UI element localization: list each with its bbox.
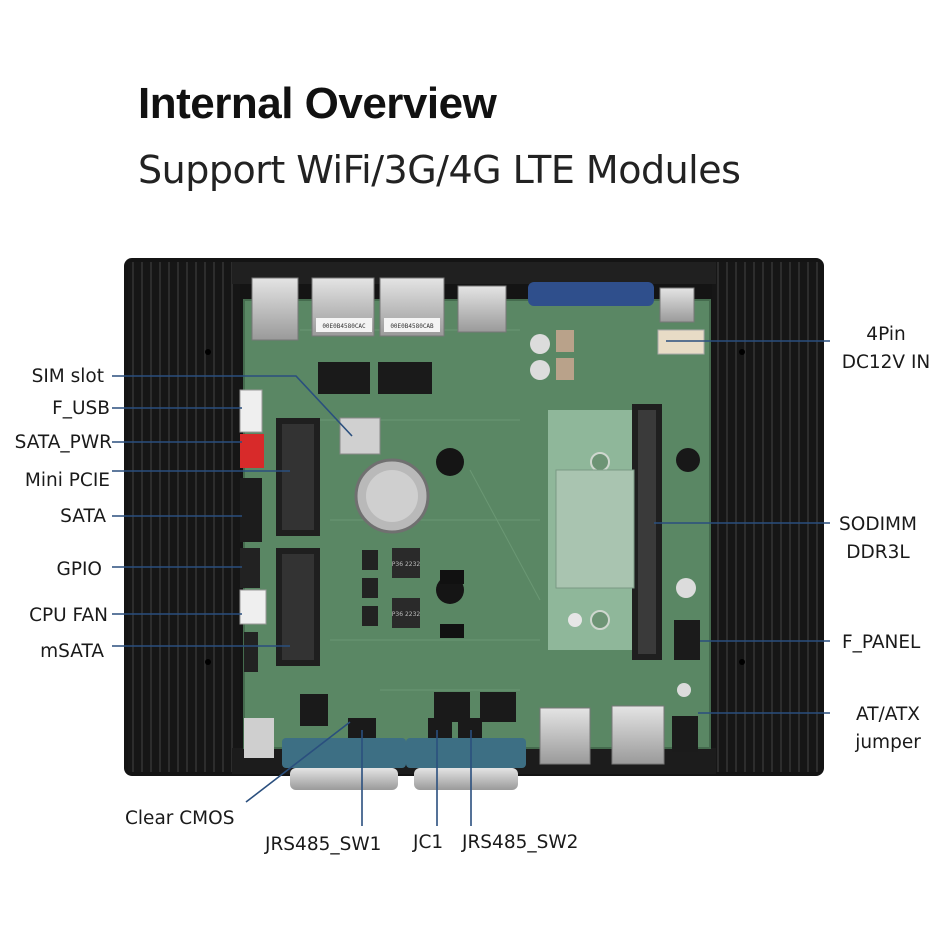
inductor-marking-2: P36 2232 xyxy=(392,611,421,618)
right-headers xyxy=(672,620,700,752)
label-gpio: GPIO xyxy=(56,559,102,580)
label-mini-pcie: Mini PCIE xyxy=(24,470,110,491)
label-sata-pwr: SATA_PWR xyxy=(14,432,112,453)
label-msata: mSATA xyxy=(40,641,104,662)
label-sata: SATA xyxy=(60,506,106,527)
label-at-atx-line2: jumper xyxy=(855,732,921,753)
label-f-panel: F_PANEL xyxy=(842,632,921,653)
label-at-atx-line1: AT/ATX xyxy=(856,704,920,725)
page-title: Internal Overview xyxy=(138,79,497,128)
label-sodimm-line2: DDR3L xyxy=(846,542,910,563)
label-jrs485-sw1: JRS485_SW1 xyxy=(265,834,382,855)
label-dc-in-line1: 4Pin xyxy=(866,324,906,345)
label-jrs485-sw2: JRS485_SW2 xyxy=(462,832,579,853)
top-io-ports: 00E0B4580CAC 00E0B4580CAB xyxy=(251,277,705,355)
label-cpu-fan: CPU FAN xyxy=(29,605,108,626)
inductor-marking-1: P36 2232 xyxy=(392,561,421,568)
mac-label-2: 00E0B4580CAB xyxy=(390,323,434,330)
label-sodimm-line1: SODIMM xyxy=(839,514,917,535)
label-jc1: JC1 xyxy=(413,832,444,853)
leader-sim-slot xyxy=(112,375,353,437)
leader-lines xyxy=(112,340,830,826)
label-sim-slot: SIM slot xyxy=(31,366,104,387)
label-dc-in-line2: DC12V IN xyxy=(841,352,931,373)
leader-clear-cmos xyxy=(245,721,351,803)
left-headers xyxy=(239,389,274,758)
board-components: P36 2232 P36 2232 xyxy=(300,330,700,726)
bottom-io-ports xyxy=(282,705,665,790)
sodimm-slot xyxy=(555,404,662,660)
label-clear-cmos: Clear CMOS xyxy=(125,808,235,829)
page-subtitle: Support WiFi/3G/4G LTE Modules xyxy=(138,148,741,192)
mac-label-1: 00E0B4580CAC xyxy=(322,323,366,330)
label-f-usb: F_USB xyxy=(52,398,110,419)
